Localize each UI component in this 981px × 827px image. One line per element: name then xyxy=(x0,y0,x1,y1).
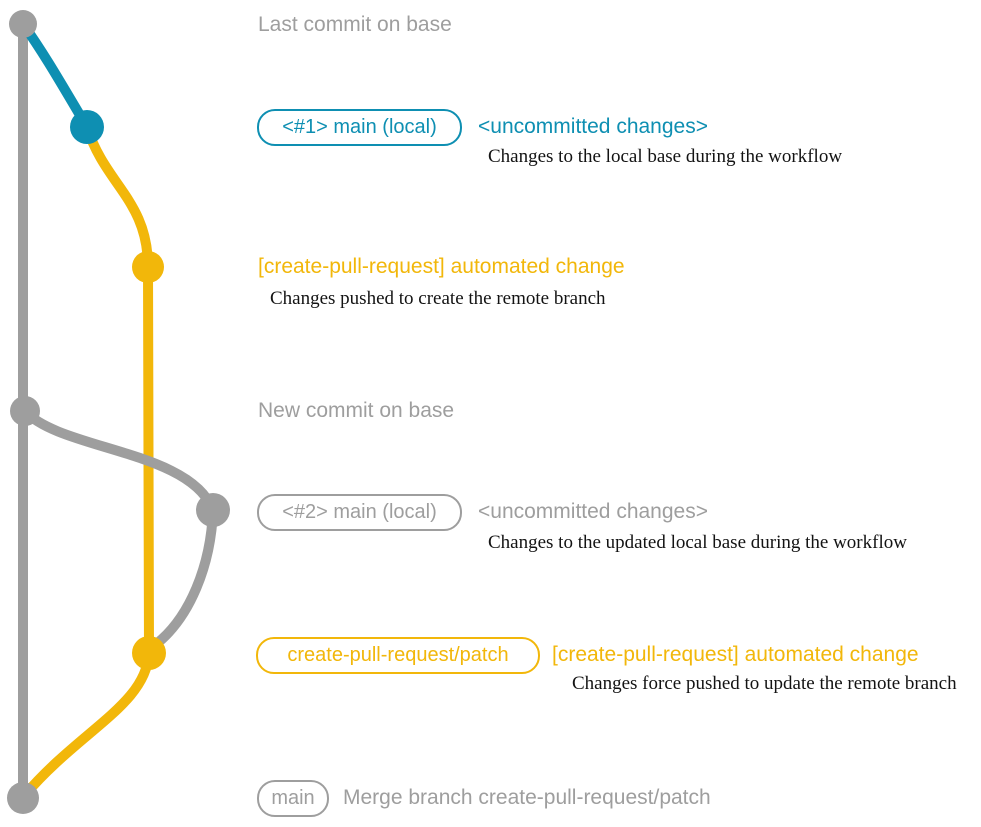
main-local-2-branch-badge: <#2> main (local) xyxy=(257,494,462,531)
automated-change-1-label: [create-pull-request] automated change xyxy=(258,255,625,278)
main-local-2-to-patch-line xyxy=(150,505,218,650)
git-graph xyxy=(7,10,230,814)
main-branch-badge: main xyxy=(257,780,329,817)
automated-change-1-note: Changes pushed to create the remote bran… xyxy=(270,288,606,309)
main-local-2-branch-line xyxy=(20,406,218,515)
commit-dot-base-new xyxy=(10,396,40,426)
uncommitted-changes-2-note: Changes to the updated local base during… xyxy=(488,532,907,553)
commit-dot-merge xyxy=(7,782,39,814)
automated-change-2-label: [create-pull-request] automated change xyxy=(552,643,919,666)
patch-branch-line xyxy=(82,122,154,658)
commit-dot-main-local-1 xyxy=(70,110,104,144)
uncommitted-changes-1-note: Changes to the local base during the wor… xyxy=(488,146,843,167)
new-commit-on-base-label: New commit on base xyxy=(258,399,455,422)
patch-branch-badge: create-pull-request/patch xyxy=(256,637,540,674)
uncommitted-changes-1-label: <uncommitted changes> xyxy=(478,115,708,138)
last-commit-on-base-label: Last commit on base xyxy=(258,13,452,36)
commit-dot-base-last xyxy=(9,10,37,38)
patch-merge-line xyxy=(19,648,154,801)
automated-change-2-note: Changes force pushed to update the remot… xyxy=(572,673,957,694)
uncommitted-changes-2-label: <uncommitted changes> xyxy=(478,500,708,523)
main-local-1-branch-badge: <#1> main (local) xyxy=(257,109,462,146)
merge-branch-label: Merge branch create-pull-request/patch xyxy=(343,786,711,809)
main-local-1-branch-line xyxy=(18,19,92,132)
commit-dot-patch-1 xyxy=(132,251,164,283)
commit-dot-main-local-2 xyxy=(196,493,230,527)
commit-dot-patch-2 xyxy=(132,636,166,670)
